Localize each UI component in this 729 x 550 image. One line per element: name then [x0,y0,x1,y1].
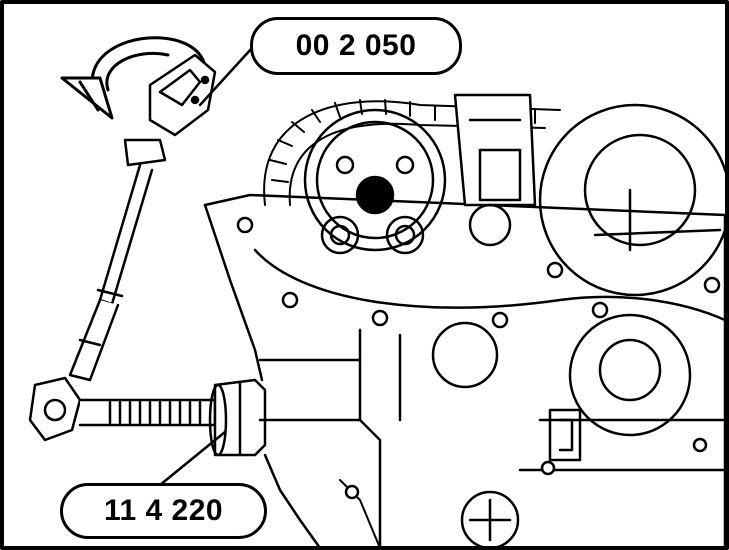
lower-cover-details [431,313,692,550]
wrench-bar [68,138,167,382]
torque-socket-head [148,53,217,137]
engine-block-outline [203,193,727,550]
cover-holes [320,203,512,255]
leader-line-bottom [158,430,227,487]
bracket [548,408,582,462]
camshaft-sprocket [303,108,447,252]
right-sprocket [538,103,729,297]
tool-number-label: 00 2 050 [295,29,417,62]
puller-body [208,378,267,457]
cover-bolts [236,216,721,476]
timing-chain [263,99,561,206]
lower-bolt [344,484,360,500]
chain-tensioner [453,93,537,207]
lower-wire [339,479,381,549]
tool-callout-00-2-050: 00 2 050 [250,17,462,75]
tool-number-label: 11 4 220 [103,494,224,527]
leader-line-top [198,46,254,107]
puller-spindle [28,376,217,442]
tool-callout-11-4-220: 11 4 220 [60,483,267,539]
